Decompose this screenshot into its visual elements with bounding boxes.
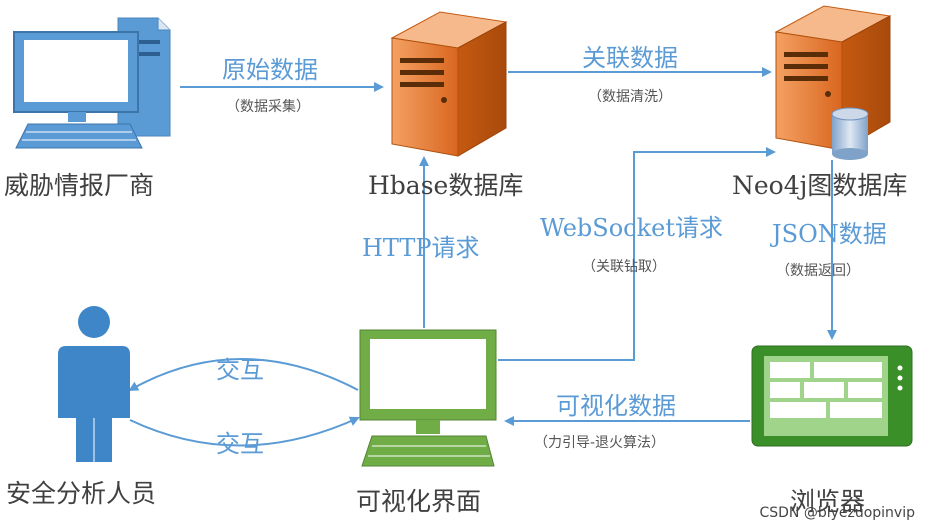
edge-label-interaction-1: 交互 (216, 356, 264, 384)
edges (128, 67, 837, 447)
monitor-icon (359, 329, 497, 467)
computer-icon (13, 17, 171, 149)
person-icon (58, 306, 130, 462)
node-label-browser: 浏览器 (790, 487, 866, 516)
edge-label-ws-main: WebSocket请求 (540, 214, 723, 242)
edge-label-json-main: JSON数据 (772, 220, 887, 248)
node-label-vendor: 威胁情报厂商 (4, 171, 155, 200)
watermark: CSDN @biyezuopinvip (759, 505, 915, 521)
node-label-neo4j: Neo4j图数据库 (732, 171, 908, 200)
edge-interaction-top (128, 358, 359, 391)
node-label-analyst: 安全分析人员 (6, 479, 157, 508)
node-label-ui: 可视化界面 (356, 487, 482, 516)
edge-label-assoc-main: 关联数据 (582, 44, 678, 72)
node-label-hbase: Hbase数据库 (368, 171, 524, 200)
tablet-icon (751, 345, 913, 447)
edge-label-http: HTTP请求 (362, 234, 480, 262)
edge-label-vis-sub: （力引导-退火算法） (534, 435, 666, 451)
edge-label-interaction-2: 交互 (216, 430, 264, 458)
database-icon (831, 107, 869, 160)
edge-label-json-sub: （数据返回） (776, 263, 860, 279)
edge-websocket-request (498, 147, 776, 361)
edge-label-ws-sub: （关联钻取） (582, 259, 666, 275)
edge-label-raw-sub: （数据采集） (226, 99, 310, 115)
server-icon-hbase (390, 11, 508, 157)
edge-label-vis-main: 可视化数据 (556, 392, 676, 420)
edge-interaction-bottom (129, 416, 360, 447)
edge-label-raw-main: 原始数据 (222, 56, 318, 84)
edge-label-assoc-sub: （数据清洗） (588, 89, 672, 105)
